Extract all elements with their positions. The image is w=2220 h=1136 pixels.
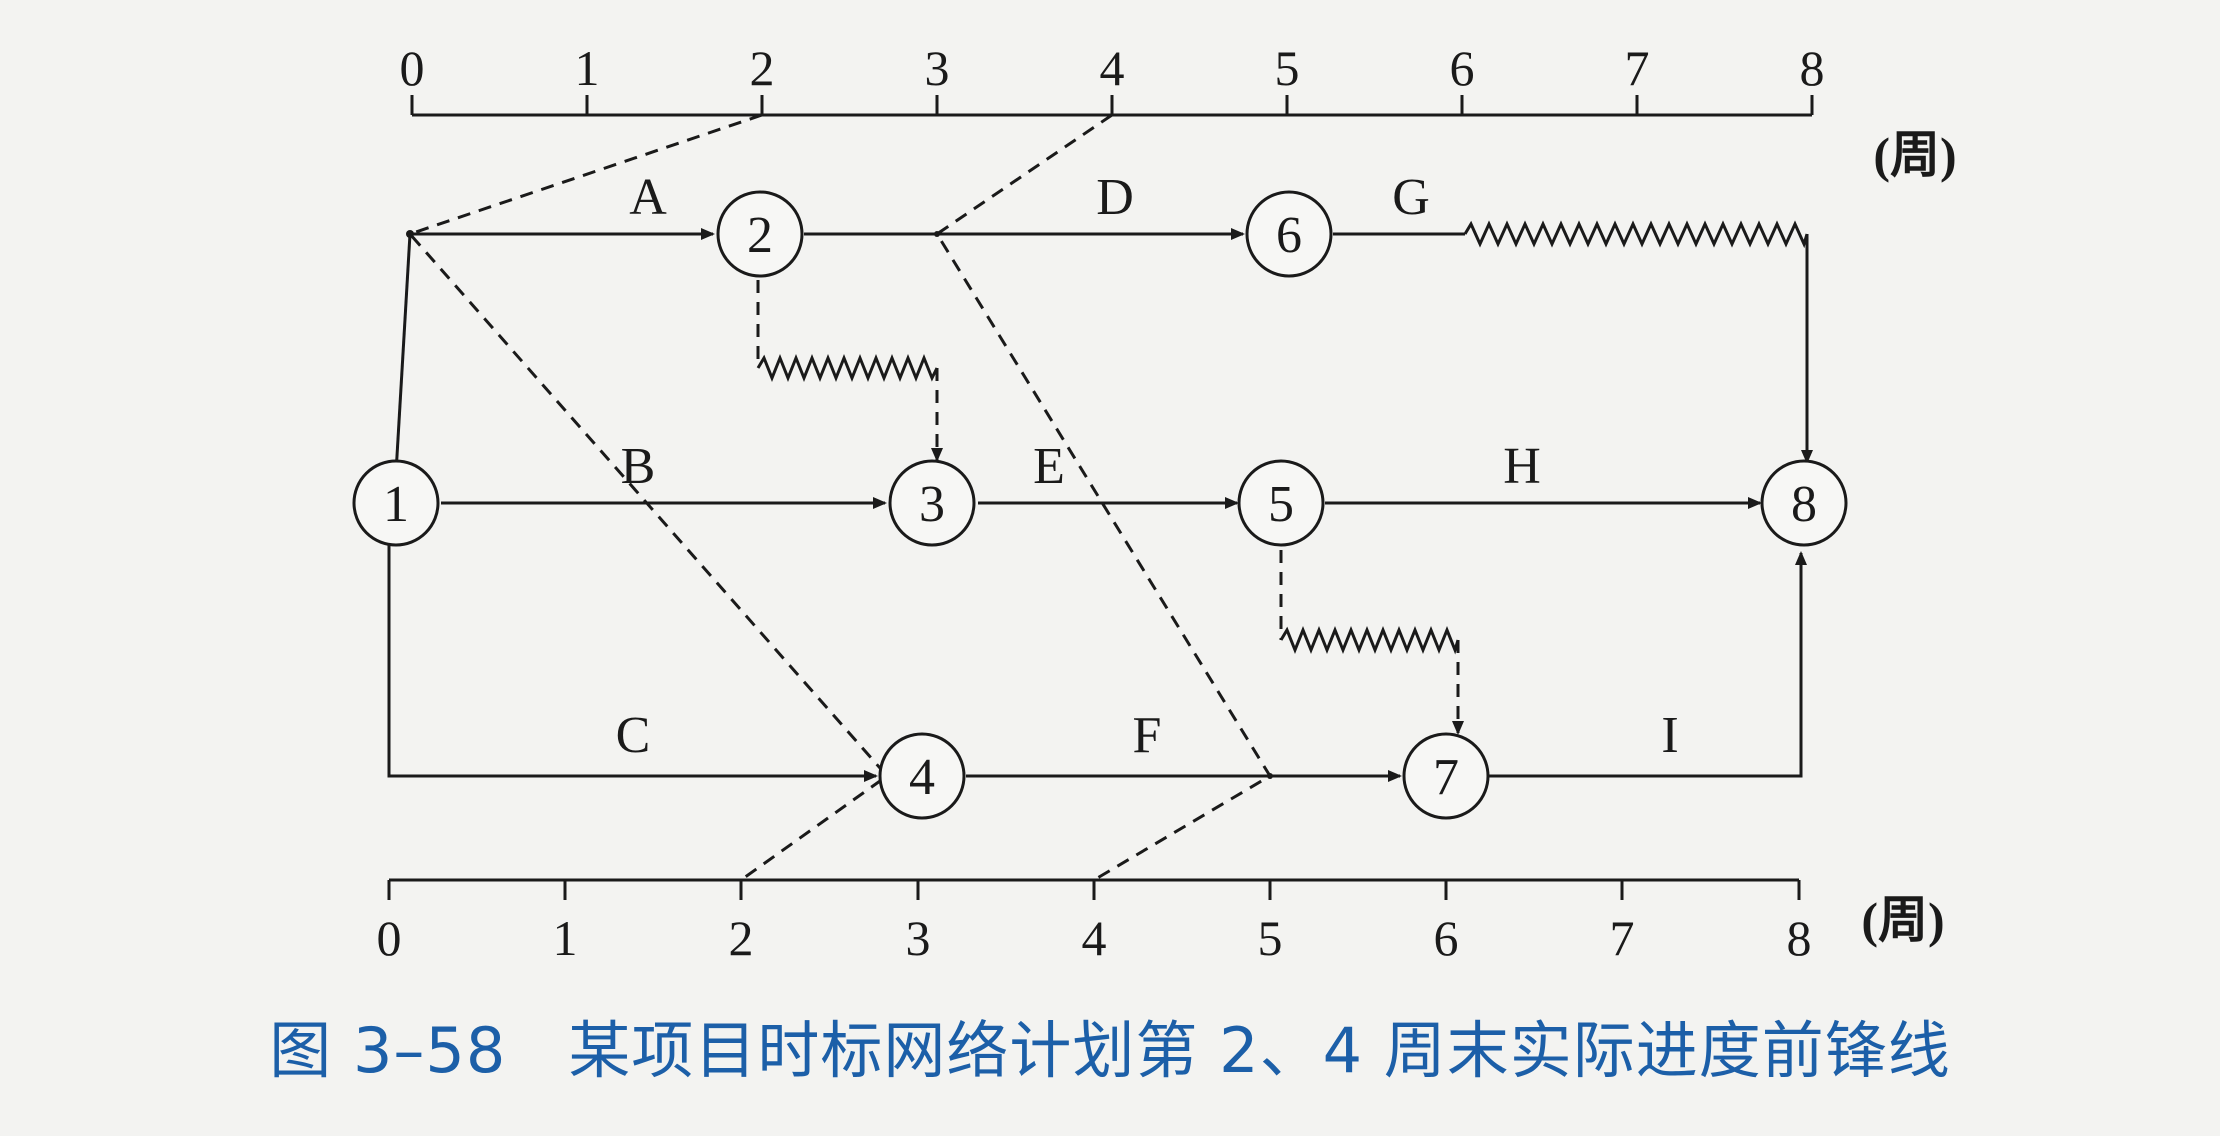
activity-label-b: B	[621, 438, 656, 495]
top-tick-label-8: 8	[1800, 40, 1825, 96]
free-float-g	[1463, 220, 1809, 249]
free-float-dummy-5-7	[1279, 625, 1460, 655]
node-8: 8	[1760, 459, 1848, 547]
nodes: 1 2 3 4 5 6 7 8	[352, 190, 1848, 820]
top-tick-label-2: 2	[750, 40, 775, 96]
progress-point	[934, 231, 940, 237]
figure-caption: 图 3–58 某项目时标网络计划第 2、4 周末实际进度前锋线	[269, 1014, 1951, 1087]
dummy-activities	[756, 280, 1464, 735]
node-label-3: 3	[919, 476, 945, 533]
activity-label-f: F	[1133, 707, 1162, 764]
node-6: 6	[1245, 190, 1333, 278]
node-label-6: 6	[1276, 207, 1302, 264]
node-3: 3	[888, 459, 976, 547]
bottom-tick-label-4: 4	[1082, 910, 1107, 966]
activity-label-d: D	[1096, 169, 1134, 226]
node-label-5: 5	[1268, 476, 1294, 533]
node-4: 4	[878, 732, 966, 820]
node-label-2: 2	[747, 207, 773, 264]
bottom-tick-label-7: 7	[1610, 910, 1635, 966]
bottom-tick-label-2: 2	[729, 910, 754, 966]
top-tick-label-5: 5	[1275, 40, 1300, 96]
activity-label-e: E	[1033, 438, 1065, 495]
progress-point	[1267, 773, 1273, 779]
bottom-tick-label-3: 3	[906, 910, 931, 966]
top-timescale: 0 1 2 3 4 5 6 7 8 (周)	[400, 40, 1957, 183]
node-7: 7	[1402, 732, 1490, 820]
node-1: 1	[352, 459, 440, 547]
node-2: 2	[716, 190, 804, 278]
top-tick-label-7: 7	[1625, 40, 1650, 96]
activity-label-g: G	[1392, 169, 1430, 226]
bottom-tick-label-8: 8	[1787, 910, 1812, 966]
top-tick-label-1: 1	[575, 40, 600, 96]
activity-labels: A B C D E F G H I	[616, 169, 1679, 764]
free-float-dummy-2-3	[756, 353, 939, 383]
bottom-tick-label-1: 1	[553, 910, 578, 966]
activity-label-i: I	[1661, 707, 1678, 764]
top-tick-label-0: 0	[400, 40, 425, 96]
node-label-4: 4	[909, 749, 935, 806]
activity-arrow-c	[387, 537, 878, 782]
progress-line-week-4	[934, 113, 1273, 882]
node-5: 5	[1237, 459, 1325, 547]
bottom-tick-label-0: 0	[377, 910, 402, 966]
node-label-7: 7	[1433, 749, 1459, 806]
activity-arrows	[387, 220, 1813, 782]
activity-arrow-i	[1489, 551, 1807, 778]
activity-arrow-start-stem	[393, 233, 412, 491]
bottom-unit-label: (周)	[1861, 892, 1944, 948]
activity-label-a: A	[629, 169, 667, 226]
node-label-8: 8	[1791, 476, 1817, 533]
bottom-timescale: 0 1 2 3 4 5 6 7 8 (周)	[377, 878, 1945, 966]
bottom-tick-label-5: 5	[1258, 910, 1283, 966]
bottom-tick-label-6: 6	[1434, 910, 1459, 966]
progress-point	[406, 230, 414, 238]
node-label-1: 1	[383, 476, 409, 533]
progress-line-week-2	[407, 113, 890, 882]
activity-label-c: C	[616, 707, 651, 764]
activity-label-h: H	[1503, 438, 1541, 495]
top-tick-label-6: 6	[1450, 40, 1475, 96]
top-unit-label: (周)	[1873, 127, 1956, 183]
top-tick-label-3: 3	[925, 40, 950, 96]
top-tick-label-4: 4	[1100, 40, 1125, 96]
progress-lines	[406, 113, 1273, 882]
